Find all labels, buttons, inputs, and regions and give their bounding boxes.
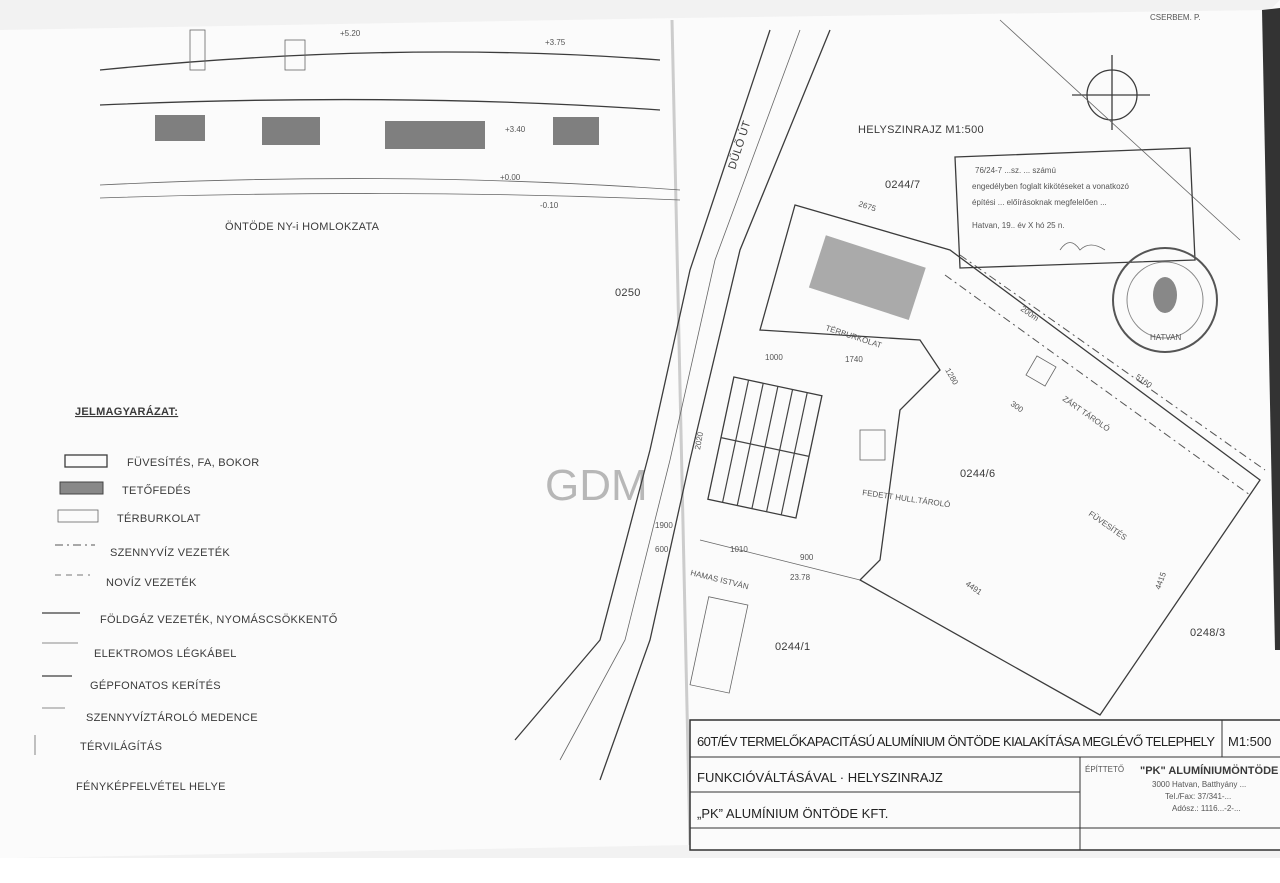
drawing-text: 1740 <box>845 355 863 364</box>
title-block: 60T/ÉV TERMELŐKAPACITÁSÚ ALUMÍNIUM ÖNTÖD… <box>689 719 1280 851</box>
binding-fold <box>670 19 692 846</box>
parcel-label: 0244/7 <box>885 179 920 191</box>
drawing-text: FÜVESÍTÉS, FA, BOKOR <box>127 456 260 469</box>
scale: M1:500 <box>1228 734 1271 749</box>
drawing-text: Adósz.: 1116...-2-... <box>1172 804 1241 813</box>
drawing-title: FUNKCIÓVÁLTÁSÁVAL · HELYSZINRAJZ <box>697 770 943 785</box>
building-main <box>707 376 823 519</box>
background-edge <box>1262 8 1280 650</box>
drawing-text: FÉNYKÉPFELVÉTEL HELYE <box>76 780 226 793</box>
site-plan-title: HELYSZINRAJZ M1:500 <box>858 124 984 136</box>
road <box>514 29 831 781</box>
drawing-text: Hatvan, 19.. év X hó 25 n. <box>972 221 1065 230</box>
drawing-text: FÖLDGÁZ VEZETÉK, NYOMÁSCSÖKKENTŐ <box>100 612 338 626</box>
north-arrow-icon <box>999 19 1241 241</box>
client-name: „PK” ALUMÍNIUM ÖNTÖDE KFT. <box>697 806 888 821</box>
drawing-text: 900 <box>800 553 814 562</box>
drawing-text: építési ... előírásoknak megfelelően ... <box>972 198 1107 207</box>
elevation-title: ÖNTÖDE NY-i HOMLOKZATA <box>225 221 380 233</box>
drawing-text: TÉRVILÁGÍTÁS <box>80 740 162 753</box>
drawing-text: ÉPÍTTETŐ <box>1085 765 1124 774</box>
elevation-drawing: ÖNTÖDE NY-i HOMLOKZATA +5.20 +3.75 +0.00… <box>99 29 681 233</box>
drawing-text: TETŐFEDÉS <box>122 483 191 497</box>
drawing-text: 2020 <box>693 431 705 451</box>
paper-sheet <box>0 0 1280 858</box>
drawing-text: 600 <box>655 545 669 554</box>
drawing-text: SZENNYVÍZ VEZETÉK <box>110 546 230 559</box>
closed-storage <box>1025 355 1057 387</box>
drawing-text: engedélyben foglalt kikötéseket a vonatk… <box>972 182 1130 191</box>
covered-storage <box>859 429 886 461</box>
corner-label: CSERBEM. P. <box>1150 13 1201 22</box>
approval-stamp: 76/24-7 ...sz. ... számú engedélyben fog… <box>954 147 1196 269</box>
round-seal: HATVAN <box>1112 247 1218 353</box>
parcel-label: 0244/1 <box>775 641 810 653</box>
drawing-text: +3.75 <box>545 38 566 47</box>
project-title: 60T/ÉV TERMELŐKAPACITÁSÚ ALUMÍNIUM ÖNTÖD… <box>697 734 1215 749</box>
drawing-text: -0.10 <box>540 201 559 210</box>
drawing-text: "PK" ALUMÍNIUMÖNTÖDE <box>1140 764 1278 777</box>
site-boundary <box>689 204 1266 716</box>
watermark: GDM <box>545 461 648 510</box>
drawing-text: SZENNYVÍZTÁROLÓ MEDENCE <box>86 711 258 724</box>
parcel-label: 0248/3 <box>1190 627 1225 639</box>
drawing-text: 1000 <box>765 353 783 362</box>
drawing-text: +3.40 <box>505 125 526 134</box>
drawing-text: 1010 <box>730 545 748 554</box>
parcel-label: 0250 <box>615 287 641 299</box>
drawing-text: 3000 Hatvan, Batthyány ... <box>1152 780 1246 789</box>
signature <box>1059 242 1106 251</box>
drawing-text: +5.20 <box>340 29 361 38</box>
legend: JELMAGYARÁZAT: FÜVESÍTÉS, FA, BOKOR TETŐ… <box>34 405 338 793</box>
drawing-text: ELEKTROMOS LÉGKÁBEL <box>94 647 237 660</box>
drawing-text: 76/24-7 ...sz. ... számú <box>975 166 1056 175</box>
drawing-text: HATVAN <box>1150 333 1181 342</box>
drawing-text: NOVÍZ VEZETÉK <box>106 576 197 589</box>
drawing-text: +0.00 <box>500 173 521 182</box>
parcel-label: 0244/6 <box>960 468 995 480</box>
legend-title: JELMAGYARÁZAT: <box>75 405 178 418</box>
drawing-text: TÉRBURKOLAT <box>117 512 201 525</box>
drawing-text: 23.78 <box>790 573 811 582</box>
drawing-text: GÉPFONATOS KERÍTÉS <box>90 679 221 692</box>
window-hatches <box>155 115 599 149</box>
drawing-text: Tel./Fax: 37/341-... <box>1165 792 1231 801</box>
drawing-text: 1900 <box>655 521 673 530</box>
building-upper <box>808 235 926 321</box>
